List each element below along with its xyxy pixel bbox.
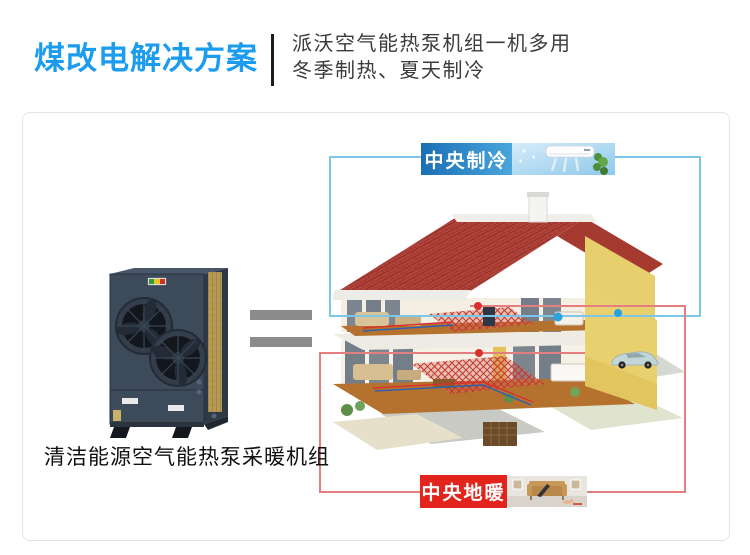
central-heating-badge: 中央地暖 <box>420 475 507 508</box>
house-cutaway-illustration <box>333 192 685 450</box>
living-room-photo <box>507 476 587 507</box>
chimney <box>527 192 549 223</box>
central-cooling-badge: 中央制冷 <box>421 143 512 175</box>
sofa-icon <box>527 481 567 500</box>
foot-left <box>110 427 130 438</box>
plant-icon <box>593 153 608 175</box>
foot-right <box>172 427 192 438</box>
header-divider <box>271 34 274 86</box>
air-conditioner-photo <box>512 143 615 175</box>
baby-icon <box>563 499 574 504</box>
tagline-line2: 冬季制热、夏天制冷 <box>292 60 486 82</box>
fan-bottom <box>149 329 207 387</box>
heat-pump-unit-image <box>109 268 228 438</box>
equals-icon <box>250 337 312 347</box>
unit-coil <box>208 272 222 412</box>
central-cooling-label-row: 中央制冷 <box>421 143 615 175</box>
energy-sticker <box>113 410 121 421</box>
page-title: 煤改电解决方案 <box>34 41 258 76</box>
eave-trim <box>333 290 471 300</box>
sparkle-icons <box>519 149 535 163</box>
main-roof <box>337 218 585 292</box>
ridge-trim <box>451 214 597 222</box>
unit-caption: 清洁能源空气能热泵采暖机组 <box>44 446 330 469</box>
central-heating-label-row: 中央地暖 <box>420 475 587 508</box>
unit-top <box>110 268 228 274</box>
wall-frames <box>512 479 581 490</box>
trellis <box>483 422 517 446</box>
wall-ac-unit <box>545 145 595 173</box>
tagline-line1: 派沃空气能热泵机组一机多用 <box>292 33 572 55</box>
header-taglines: 派沃空气能热泵机组一机多用 冬季制热、夏天制冷 <box>292 31 572 85</box>
spec-label <box>122 398 138 404</box>
equals-icon <box>250 310 312 320</box>
valve-knobs <box>196 379 217 419</box>
spec-label2 <box>168 405 184 411</box>
brand-sticker <box>147 277 167 286</box>
